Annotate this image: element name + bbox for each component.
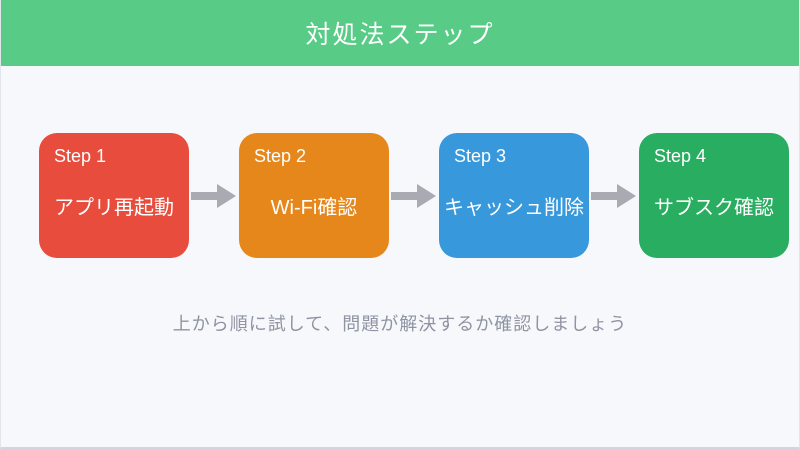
step-text: Wi-Fi確認 <box>270 197 358 219</box>
instruction-note: 上から順に試して、問題が解決するか確認しましょう <box>172 314 628 334</box>
title-bar: 対処法ステップ <box>1 0 799 66</box>
step-text: キャッシュ削除 <box>444 197 584 219</box>
step-label: Step 1 <box>54 146 107 166</box>
arrow-right-icon <box>591 182 637 210</box>
step-label: Step 4 <box>654 146 707 166</box>
step-box-4: Step 4 サブスク確認 <box>639 133 789 258</box>
step-label: Step 3 <box>454 146 507 166</box>
step-text: アプリ再起動 <box>54 197 174 219</box>
steps-row: Step 1 アプリ再起動 Step 2 Wi-Fi確認 Step 3 キャッシ… <box>39 133 789 258</box>
step-box-1: Step 1 アプリ再起動 <box>39 133 189 258</box>
arrow-right-icon <box>391 182 437 210</box>
step-box-3: Step 3 キャッシュ削除 <box>439 133 589 258</box>
step-box-2: Step 2 Wi-Fi確認 <box>239 133 389 258</box>
step-text: サブスク確認 <box>654 197 774 219</box>
page-title: 対処法ステップ <box>305 21 495 49</box>
arrow-right-icon <box>191 182 237 210</box>
step-label: Step 2 <box>254 146 307 166</box>
